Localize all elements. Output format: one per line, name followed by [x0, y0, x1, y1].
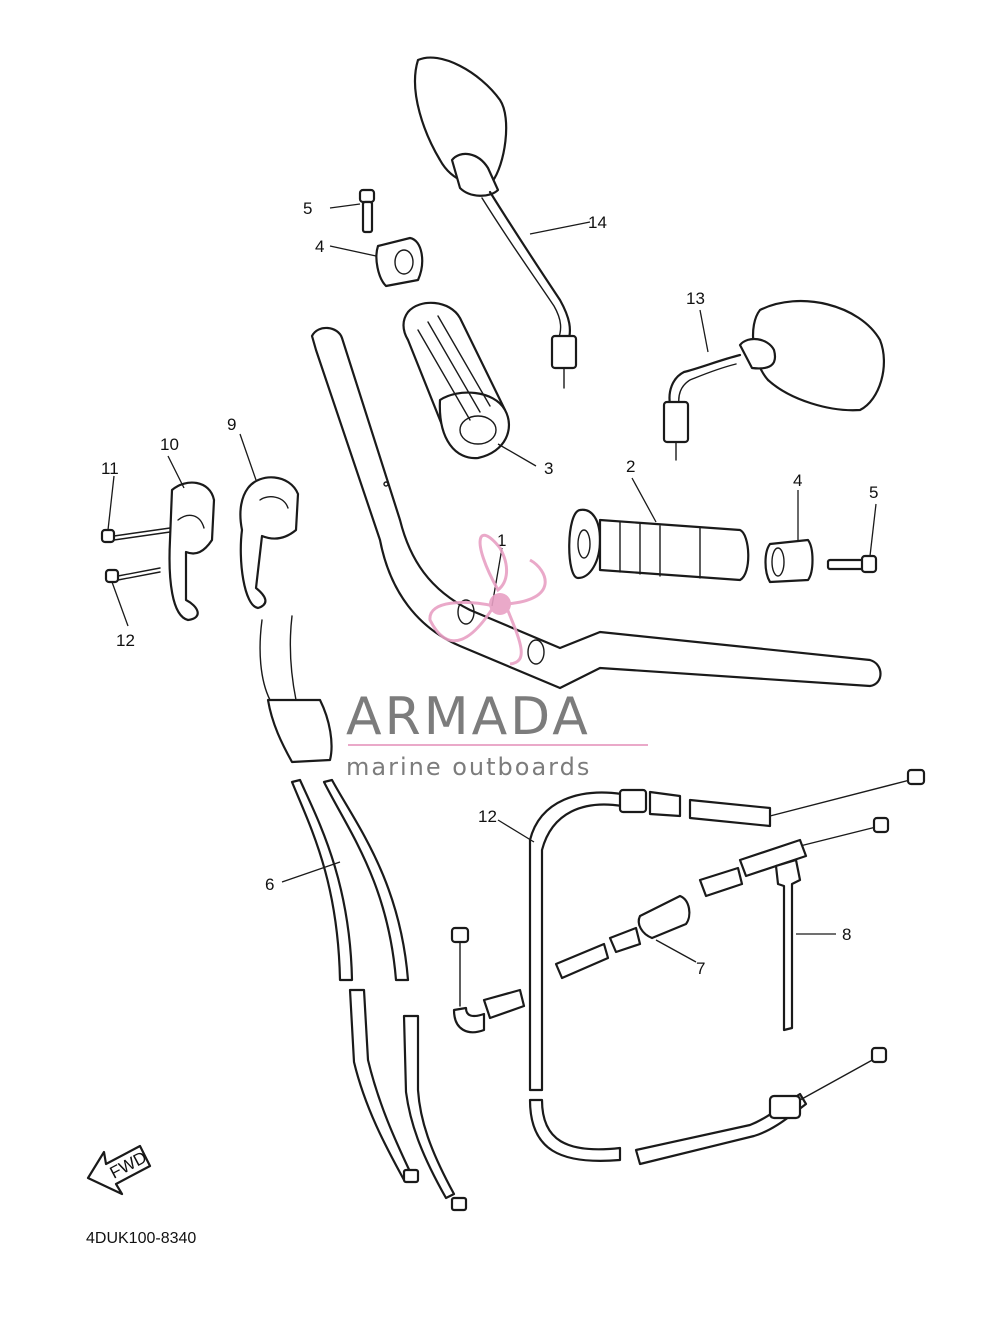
callout-5-right: 5 — [869, 483, 878, 502]
watermark-tagline: marine outboards — [346, 753, 591, 781]
drawing-code: 4DUK100-8340 — [86, 1230, 197, 1247]
clamp-screws — [100, 527, 171, 584]
grip-right — [568, 508, 750, 582]
handlebar — [310, 326, 882, 690]
callout-9: 12 — [478, 807, 497, 826]
callout-14: 14 — [588, 213, 607, 232]
lever-holder — [239, 476, 300, 610]
mirror-right — [662, 299, 885, 461]
propeller-logo-icon — [428, 533, 547, 666]
callout-6: 6 — [265, 875, 274, 894]
callout-4-top: 4 — [315, 237, 324, 256]
grip-left — [402, 301, 510, 460]
mirror-left — [413, 56, 578, 389]
callout-8: 8 — [842, 925, 851, 944]
callout-2: 2 — [626, 457, 635, 476]
bar-end-screw-top — [358, 188, 376, 234]
callout-leaders — [107, 203, 877, 963]
starter-cable — [450, 816, 890, 1034]
cable-tie — [774, 858, 802, 1032]
callout-10: 9 — [227, 415, 236, 434]
bar-end-weight-top — [375, 236, 424, 288]
switch-clamp — [168, 481, 216, 622]
callout-12-bottom: 12 — [116, 631, 135, 650]
callout-1: 1 — [497, 531, 506, 550]
clutch-cable — [528, 768, 926, 1166]
callout-3: 3 — [544, 459, 553, 478]
callout-11: 10 — [160, 435, 179, 454]
watermark-brand: ARMADA — [346, 687, 591, 747]
watermark: ARMADA marine outboards — [346, 533, 648, 781]
bar-end-weight-right — [764, 538, 814, 584]
callout-12-top: 11 — [101, 459, 119, 478]
fwd-arrow-icon: FWD — [86, 1144, 152, 1196]
bar-end-screw-right — [826, 554, 878, 574]
throttle-cables — [259, 615, 468, 1212]
callout-labels: 5 4 14 13 3 2 4 5 1 9 10 11 12 6 12 7 8 — [101, 199, 878, 978]
callout-13: 13 — [686, 289, 705, 308]
callout-5-top: 5 — [303, 199, 312, 218]
callout-4-right: 4 — [793, 471, 802, 490]
callout-7: 7 — [696, 959, 705, 978]
